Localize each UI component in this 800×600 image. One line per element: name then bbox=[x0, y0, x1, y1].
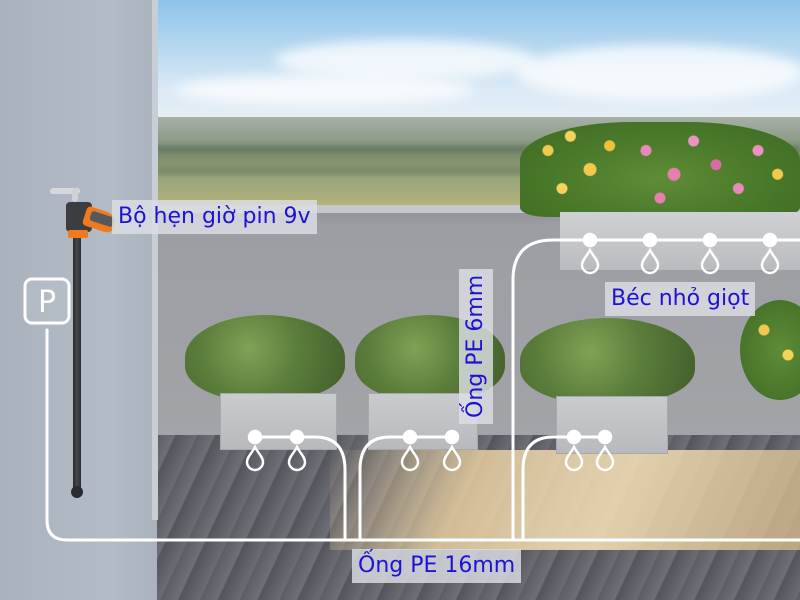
branch-planter-3 bbox=[521, 435, 607, 542]
pump-marker-icon: P bbox=[23, 277, 71, 325]
timer-hose bbox=[73, 238, 81, 496]
drop-icon bbox=[700, 232, 720, 275]
timer-label: Bộ hẹn giờ pin 9v bbox=[112, 200, 317, 234]
pipe-6mm-label: Ống PE 6mm bbox=[459, 268, 493, 424]
planter-1 bbox=[220, 393, 337, 450]
branch-planter-1 bbox=[253, 435, 347, 542]
drop-icon bbox=[760, 232, 780, 275]
drop-icon bbox=[580, 232, 600, 275]
flower-plants bbox=[520, 122, 800, 217]
pe-6mm-line bbox=[511, 238, 800, 542]
parapet-cap bbox=[155, 205, 800, 213]
faucet bbox=[50, 188, 80, 194]
shrub-1 bbox=[185, 315, 345, 400]
sunlight-patch bbox=[330, 450, 800, 550]
shrub-3 bbox=[520, 318, 695, 403]
drop-icon bbox=[245, 429, 265, 472]
pipe-16mm-label: Ống PE 16mm bbox=[352, 549, 522, 583]
drop-icon bbox=[640, 232, 660, 275]
planter-3 bbox=[556, 396, 668, 454]
branch-planter-2 bbox=[358, 435, 454, 542]
sky bbox=[155, 0, 800, 120]
svg-text:P: P bbox=[38, 285, 56, 320]
drop-icon bbox=[564, 429, 584, 472]
pe-16mm-line bbox=[45, 328, 800, 542]
drop-icon bbox=[400, 429, 420, 472]
drop-icon bbox=[287, 429, 307, 472]
drop-icon bbox=[442, 429, 462, 472]
drip-emitter-label: Béc nhỏ giọt bbox=[605, 282, 756, 316]
drop-icon bbox=[595, 429, 615, 472]
right-flower-bush bbox=[740, 300, 800, 400]
